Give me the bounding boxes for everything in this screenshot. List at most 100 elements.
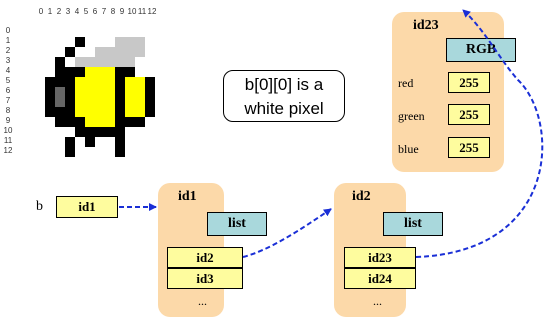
pixel [75,67,85,77]
object-id23-type: RGB [446,38,516,62]
pixel [85,67,95,77]
field-name-green: green [398,109,425,123]
pixel [105,77,115,87]
pixel [65,107,75,117]
pixel [65,137,75,147]
column-number: 3 [65,7,71,16]
pixel [65,47,75,57]
column-number: 12 [147,7,157,16]
object-id2-label: id2 [352,189,371,204]
pixel [115,57,125,67]
row-number: 8 [5,106,11,115]
field-value-red: 255 [448,72,490,93]
pixel [95,47,105,57]
pixel [95,67,105,77]
pixel [85,127,95,137]
object-id1-type: list [207,212,267,236]
pixel [115,77,125,87]
pixel [135,77,145,87]
variable-value-cell: id1 [56,196,118,218]
pixel [125,107,135,117]
object-id23-label: id23 [413,18,439,33]
pixel [105,117,115,127]
pixel [105,57,115,67]
pixel [65,67,75,77]
pixel [125,47,135,57]
pixel [115,97,125,107]
pixel [85,57,95,67]
note-callout: b[0][0] is a white pixel [223,70,345,122]
list-item-cell: id23 [344,247,416,268]
column-number: 11 [137,7,147,16]
pixel [85,137,95,147]
list-ellipsis: ... [373,294,382,308]
pixel [125,67,135,77]
pixel [85,97,95,107]
pixel [85,87,95,97]
pixel [75,107,85,117]
object-id2-type: list [383,212,443,236]
pixel [95,57,105,67]
pixel [105,127,115,137]
pixel [55,57,65,67]
note-line-2: white pixel [244,99,324,118]
pixel [145,97,155,107]
row-number: 12 [3,146,13,155]
pixel [55,107,65,117]
pixel [55,77,65,87]
pixel [85,117,95,127]
field-value-green: 255 [448,104,490,125]
pixel [55,67,65,77]
pixel [125,97,135,107]
pixel [65,97,75,107]
pixel [95,117,105,127]
pixel [75,77,85,87]
pixel [125,87,135,97]
pixel [45,87,55,97]
pixel [45,97,55,107]
pixel [105,107,115,117]
pixel [115,47,125,57]
pixel [45,77,55,87]
pixel [85,107,95,117]
column-number: 0 [38,7,44,16]
pixel [105,47,115,57]
pixel [115,147,125,157]
pixel [135,87,145,97]
pixel [135,107,145,117]
column-number: 6 [92,7,98,16]
pixel [105,87,115,97]
list-item-cell: id3 [167,268,243,289]
pixel [125,77,135,87]
row-number: 5 [5,76,11,85]
list-ellipsis: ... [198,294,207,308]
pixel [85,77,95,87]
object-id1-label: id1 [178,189,197,204]
column-number: 9 [119,7,125,16]
row-number: 10 [3,126,13,135]
pixel [65,147,75,157]
pixel [135,47,145,57]
row-number: 2 [5,46,11,55]
pixel [135,97,145,107]
pixel [55,117,65,127]
row-number: 7 [5,96,11,105]
pixel [125,57,135,67]
pixel [65,117,75,127]
pixel [115,107,125,117]
column-number: 8 [110,7,116,16]
pixel [105,97,115,107]
list-item-cell: id2 [167,247,243,268]
pixel [115,87,125,97]
pixel [145,87,155,97]
pixel [55,97,65,107]
pixel [95,77,105,87]
pixel [45,107,55,117]
pixel [135,117,145,127]
pixel [145,77,155,87]
pixel [105,67,115,77]
pixel [95,97,105,107]
column-number: 4 [74,7,80,16]
pixel [75,127,85,137]
